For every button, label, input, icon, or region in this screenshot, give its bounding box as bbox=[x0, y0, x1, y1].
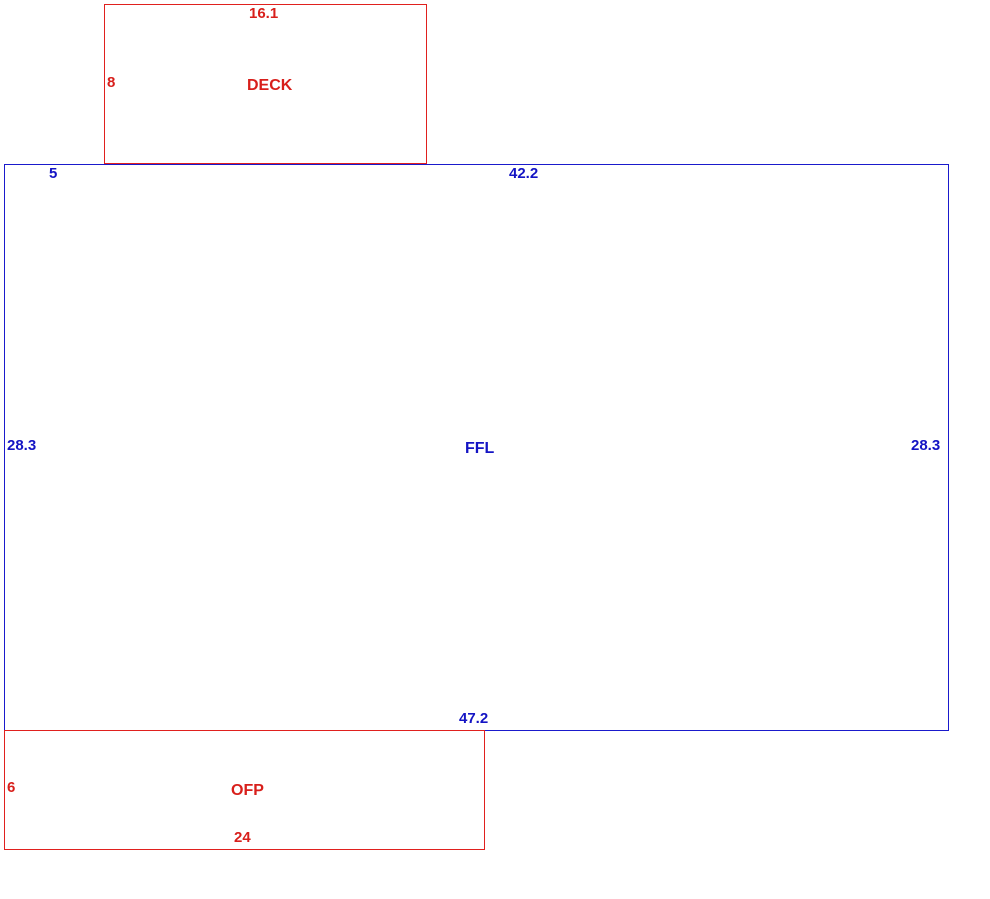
ofp-height-label: 6 bbox=[7, 779, 16, 796]
ofp-width-label: 24 bbox=[234, 829, 251, 846]
ffl-name-label: FFL bbox=[465, 440, 495, 457]
ffl-left-height-label: 28.3 bbox=[7, 437, 37, 454]
ofp-name-label: OFP bbox=[231, 782, 264, 799]
deck-outline bbox=[104, 4, 427, 164]
deck-width-label: 16.1 bbox=[249, 5, 279, 22]
ffl-bottom-width-label: 47.2 bbox=[459, 710, 489, 727]
ffl-top-width-label: 42.2 bbox=[509, 165, 539, 182]
deck-height-label: 8 bbox=[107, 74, 116, 91]
ofp-outline bbox=[4, 730, 485, 850]
ffl-offset-label: 5 bbox=[49, 165, 58, 182]
ffl-right-height-label: 28.3 bbox=[911, 437, 941, 454]
deck-name-label: DECK bbox=[247, 77, 293, 94]
